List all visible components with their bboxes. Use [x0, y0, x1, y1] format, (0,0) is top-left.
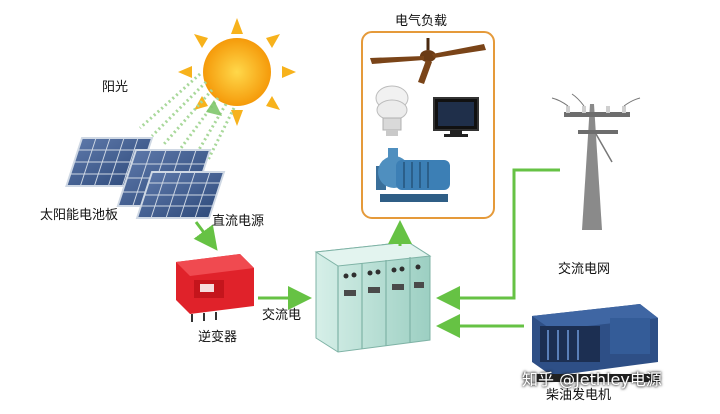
label-ac-power: 交流电: [262, 308, 302, 323]
label-solar-panel: 太阳能电池板: [40, 208, 119, 223]
utility-pole-icon: [551, 93, 641, 230]
water-pump-icon: [376, 148, 450, 202]
label-electrical-load: 电气负载: [395, 14, 448, 29]
television-icon: [433, 97, 479, 137]
electrical-load-box: [361, 31, 495, 219]
arrow-grid-to-cabinet: [436, 168, 560, 310]
watermark-text: 知乎 @Jethley电源: [522, 370, 662, 389]
ceiling-fan-icon: [370, 38, 486, 84]
label-sunlight: 阳光: [102, 80, 129, 95]
distribution-cabinet-icon: [314, 241, 432, 353]
sunbeam-green-arrow: [206, 100, 222, 116]
label-inverter: 逆变器: [198, 330, 238, 345]
inverter-icon: [176, 254, 254, 322]
generator-icon: [532, 304, 660, 382]
arrow-panel-to-inverter: [193, 221, 218, 251]
label-dc-power: 直流电源: [212, 214, 265, 229]
label-ac-grid: 交流电网: [558, 262, 611, 277]
label-generator: 柴油发电机: [546, 388, 612, 403]
light-bulb-icon: [375, 85, 409, 136]
solar-panel-icon: [65, 137, 226, 219]
